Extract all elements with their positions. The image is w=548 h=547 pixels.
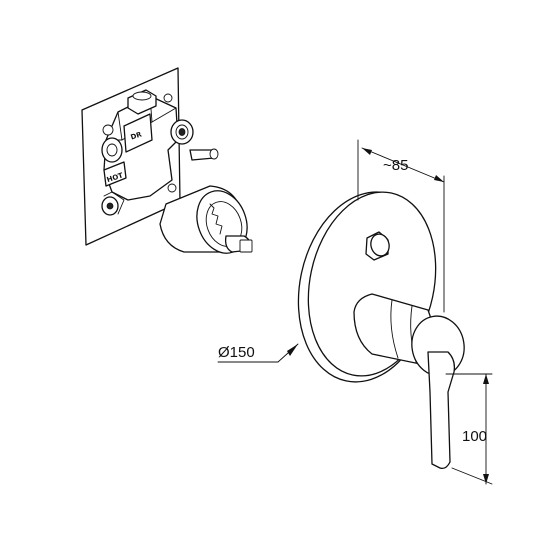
valve-cartridge xyxy=(159,185,253,254)
diameter-dimension: Ø150 xyxy=(217,343,299,363)
diameter-label: Ø150 xyxy=(218,344,255,361)
diverter-button xyxy=(365,231,390,261)
outlet-label: DR xyxy=(130,130,144,141)
hot-label-plate xyxy=(103,161,127,187)
trim-assembly xyxy=(297,191,465,470)
rough-in-valve: DR HOT xyxy=(81,67,253,254)
height-label: 100 xyxy=(462,428,487,445)
depth-dimension: ~85 xyxy=(357,139,445,313)
depth-label: ~85 xyxy=(383,157,408,174)
outlet-label-plate xyxy=(123,113,153,153)
lever xyxy=(427,351,456,470)
height-dimension: 100 xyxy=(445,373,493,485)
